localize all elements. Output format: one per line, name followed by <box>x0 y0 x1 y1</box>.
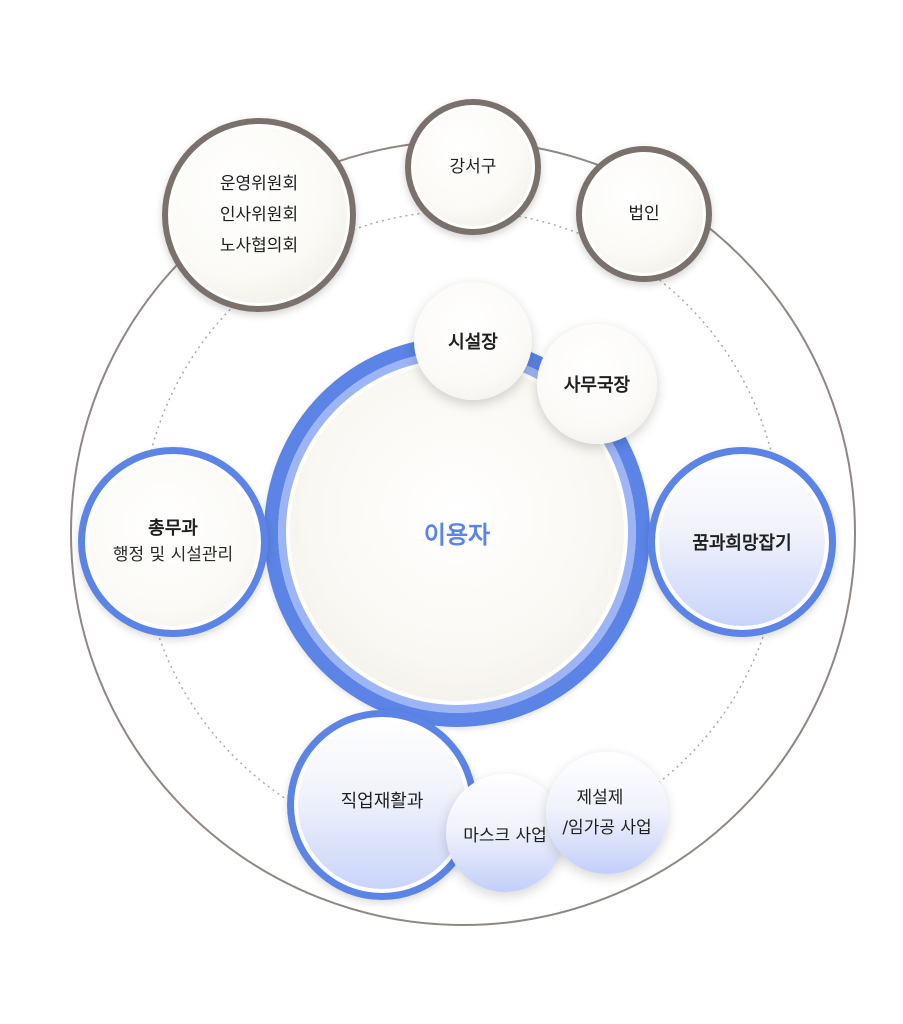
vocational-node: 직업재활과 <box>287 710 477 900</box>
corporation-node: 법인 <box>576 146 712 282</box>
mask-project-label: 마스크 사업 <box>463 825 547 846</box>
dream-program-label: 꿈과희망잡기 <box>692 533 792 554</box>
director-node: 시설장 <box>414 282 532 400</box>
dream-program-node: 꿈과희망잡기 <box>648 447 836 637</box>
committee-label: 노사협의회 <box>219 235 299 256</box>
district-node: 강서구 <box>405 99 541 235</box>
committees-node: 운영위원회 인사위원회 노사협의회 <box>162 118 356 312</box>
vocational-label: 직업재활과 <box>340 791 424 812</box>
manufacturing-project-node: 제설제 /임가공 사업 <box>546 752 668 874</box>
corporation-label: 법인 <box>628 203 660 224</box>
center-label: 이용자 <box>423 520 491 549</box>
manufacturing-label-line1: 제설제 <box>576 788 624 808</box>
general-affairs-node: 총무과 행정 및 시설관리 <box>78 447 268 637</box>
manufacturing-label-line2: /임가공 사업 <box>562 818 652 838</box>
general-affairs-subtitle: 행정 및 시설관리 <box>112 545 234 565</box>
general-affairs-title: 총무과 <box>148 518 198 539</box>
district-label: 강서구 <box>449 156 497 177</box>
mask-project-node: 마스크 사업 <box>446 774 564 892</box>
committee-label: 운영위원회 <box>219 173 299 194</box>
committee-label: 인사위원회 <box>219 204 299 225</box>
secretary-label: 사무국장 <box>563 375 631 396</box>
director-label: 시설장 <box>448 332 498 353</box>
secretary-node: 사무국장 <box>537 324 657 444</box>
